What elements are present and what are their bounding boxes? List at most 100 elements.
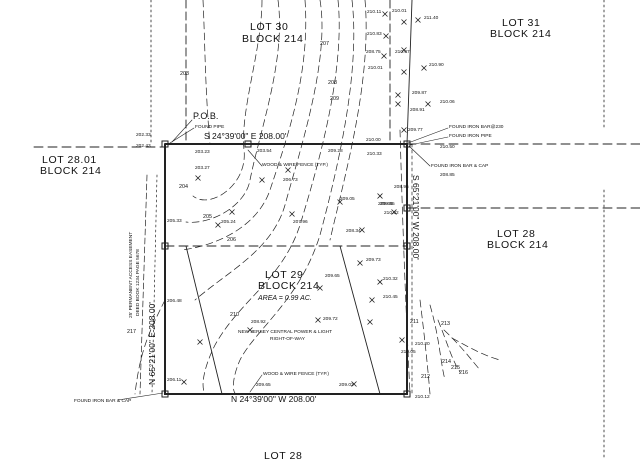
west-easement-line-2 <box>151 174 158 395</box>
bar230-leader <box>407 127 449 144</box>
fence-bottom-leader <box>249 374 263 393</box>
spot-elevation: 210.20 <box>415 342 430 347</box>
power-line-note-2: RIGHT-OF-WAY <box>270 337 305 342</box>
pob-leader <box>171 119 193 143</box>
marker-246-left <box>161 242 169 250</box>
spot-elevation: 205.33 <box>167 219 182 224</box>
lot-line-upper-right <box>406 0 413 145</box>
spot-elevation: 211.40 <box>424 16 439 21</box>
contour-213 <box>429 304 446 381</box>
spot-x-mark <box>383 33 389 39</box>
spot-x-mark <box>359 227 365 233</box>
found-iron-bar-cap-right-note: FOUND IRON BAR & CAP <box>431 164 489 169</box>
spot-x-mark <box>351 381 357 387</box>
lot-28-label: LOT 28 <box>497 228 536 240</box>
spot-elevation: 210.02 <box>384 211 399 216</box>
spot-elevation: 210.01 <box>392 9 407 14</box>
spot-elevation: 209.65 <box>378 202 393 207</box>
contour-label-213: 213 <box>441 321 450 327</box>
south-bearing: N 24°39'00" W 208.00' <box>231 394 317 404</box>
spot-x-mark <box>215 222 221 228</box>
spot-x-mark <box>395 101 401 107</box>
corner-marker-se <box>403 390 411 398</box>
pipe-leader <box>169 127 195 144</box>
spot-elevation: 209.77 <box>408 128 423 133</box>
spot-x-mark <box>367 319 373 325</box>
contour-206 <box>181 0 307 251</box>
spot-x-mark <box>369 297 375 303</box>
spot-elevation: 209.65 <box>256 383 271 388</box>
east-bearing: S 65°21'00" W 208.00' <box>411 175 421 260</box>
spot-elevation: 210.32 <box>383 277 398 282</box>
found-iron-pipe-note: FOUND IRON PIPE <box>449 134 492 139</box>
contour-214 <box>437 319 461 373</box>
block-29-label: BLOCK 214 <box>258 280 320 292</box>
block-28-01-label: BLOCK 214 <box>40 165 102 177</box>
ironpipe-leader <box>409 136 449 146</box>
spot-elevation: 208.92 <box>251 320 266 325</box>
spot-elevation: 207.96 <box>293 220 308 225</box>
spot-elevation: 210.50 <box>440 145 455 150</box>
spot-x-mark <box>357 260 363 266</box>
spot-elevation: 210.11 <box>367 10 382 15</box>
spot-elevation: 208.85 <box>440 173 455 178</box>
barcap-left-leader <box>117 392 164 401</box>
pob-label: P.O.B. <box>193 111 219 121</box>
contour-label-203: 203 <box>180 71 189 77</box>
corner-marker-sw <box>161 390 169 398</box>
found-iron-bar-cap-left-note: FOUND IRON BAR & CAP <box>74 399 132 404</box>
spot-elevation: 210.01 <box>368 66 383 71</box>
spot-elevation: 205.24 <box>221 220 236 225</box>
contour-203 <box>202 0 211 145</box>
spot-elevation: 208.75 <box>366 50 381 55</box>
spot-x-mark <box>421 65 427 71</box>
spot-elevation: 208.34 <box>346 229 361 234</box>
contour-west <box>134 299 166 395</box>
contour-label-204: 204 <box>179 184 188 190</box>
spot-x-mark <box>391 209 397 215</box>
fence-top-note: WOOD & WIRE FENCE (TYP.) <box>262 163 329 168</box>
contour-215 <box>443 329 481 371</box>
spot-elevation: 209.87 <box>412 91 427 96</box>
spot-elevation: 208.91 <box>410 108 425 113</box>
marker-208 <box>403 204 411 212</box>
west-bearing: N 65°21'00" E 208.00' <box>147 302 157 385</box>
power-line-note-1: NEW JERSEY CENTRAL POWER & LIGHT <box>238 330 333 335</box>
spot-elevation: 210.90 <box>429 63 444 68</box>
spot-elevation: 209.72 <box>323 317 338 322</box>
area-label: AREA = 0.99 AC. <box>258 295 312 302</box>
spot-elevation: 209.05 <box>340 197 355 202</box>
spot-x-mark <box>401 47 407 53</box>
spot-x-mark <box>337 199 343 205</box>
spot-elevation: 209.65 <box>325 274 340 279</box>
contour-label-206: 206 <box>227 237 236 243</box>
spot-elevation: 210.06 <box>440 100 455 105</box>
spot-x-mark <box>382 11 388 17</box>
block-30-label: BLOCK 214 <box>242 33 304 45</box>
spot-elevation: 206.48 <box>167 299 182 304</box>
spot-elevation: 209.85 <box>380 202 395 207</box>
spot-x-mark <box>181 379 187 385</box>
contour-label-215: 215 <box>451 365 460 371</box>
fence-top-leader <box>247 149 263 167</box>
spot-x-mark <box>399 337 405 343</box>
north-bearing: S 24°39'00" E 208.00' <box>204 131 287 141</box>
spot-elevation: 203.23 <box>195 150 210 155</box>
spot-x-mark <box>259 177 265 183</box>
marker-246-right <box>403 242 411 250</box>
power-line-row-2 <box>339 245 381 395</box>
spot-elevation: 202.43 <box>136 144 151 149</box>
spot-elevation: 206.11 <box>167 378 182 383</box>
lot-31-label: LOT 31 <box>502 17 541 29</box>
spot-elevation: 209.28 <box>328 149 343 154</box>
contour-210 <box>329 0 367 241</box>
block-28-label: BLOCK 214 <box>487 239 549 251</box>
contour-label-211: 211 <box>410 319 419 325</box>
contour-204 <box>192 0 263 201</box>
spot-x-mark <box>377 279 383 285</box>
contour-216 <box>451 337 501 361</box>
spot-elevation: 210.05 <box>401 350 416 355</box>
spot-x-mark <box>395 92 401 98</box>
lot-29-boundary <box>164 143 408 395</box>
